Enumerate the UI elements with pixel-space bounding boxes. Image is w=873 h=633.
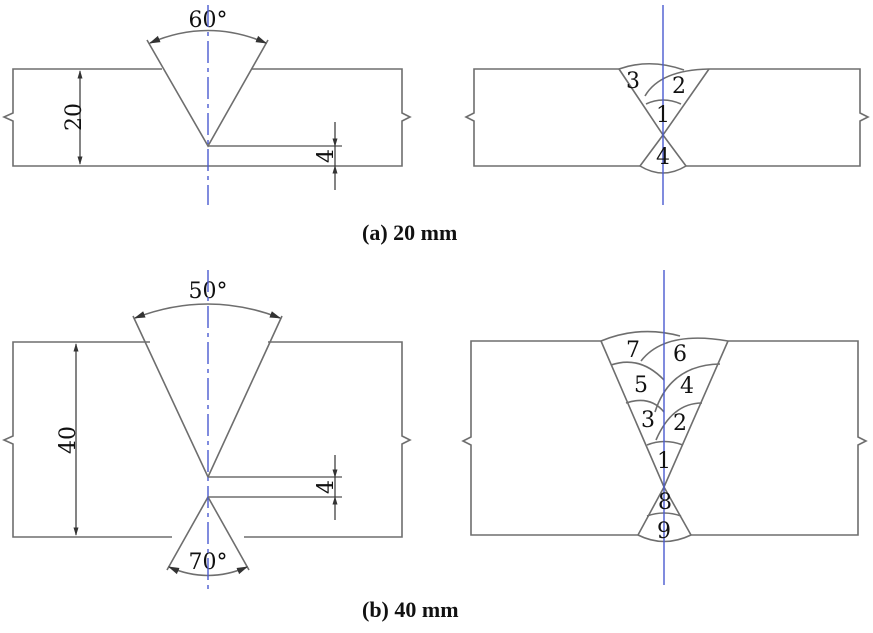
pass-label: 9 <box>657 519 671 544</box>
pass-2-arc <box>655 402 703 441</box>
angle-arc <box>133 303 282 319</box>
pass-label: 6 <box>673 342 687 367</box>
panel-a-pass-sequence: 3 2 1 4 <box>464 5 870 205</box>
pass-2-arc <box>644 68 710 97</box>
pass-label: 1 <box>657 449 671 474</box>
root-label: 4 <box>314 480 339 494</box>
panel-b-groove-geometry: 50° 70° 40 4 <box>2 270 412 590</box>
pass-5-arc <box>610 361 665 381</box>
panel-b-pass-sequence: 7 6 5 4 3 2 1 8 9 <box>461 270 868 585</box>
pass-label: 2 <box>672 74 686 99</box>
angle-arc <box>148 29 268 44</box>
pass-3-arc <box>625 399 665 413</box>
pass-label: 3 <box>641 408 655 433</box>
pass-4-arc <box>654 363 721 413</box>
caption-b: (b) 40 mm <box>362 597 459 622</box>
plate-outline <box>2 341 412 538</box>
caption-a: (a) 20 mm <box>362 220 457 245</box>
pass-label: 5 <box>634 373 648 398</box>
pass-label: 8 <box>658 490 672 515</box>
thickness-label: 40 <box>56 426 81 454</box>
panel-a-groove-geometry: 60° 20 4 <box>2 5 412 205</box>
pass-7-arc <box>600 330 681 342</box>
pass-label: 1 <box>656 103 670 128</box>
plate-outline <box>464 68 870 167</box>
pass-label: 4 <box>680 374 694 399</box>
pass-label: 4 <box>656 145 670 170</box>
plate-outline <box>461 340 868 536</box>
pass-label: 7 <box>626 338 640 363</box>
pass-label: 3 <box>626 69 640 94</box>
pass-1-arc <box>646 440 684 446</box>
pass-6-arc <box>640 337 729 362</box>
pass-label: 2 <box>673 411 687 436</box>
root-label: 4 <box>314 149 339 163</box>
pass-3-arc <box>618 62 685 71</box>
thickness-label: 20 <box>62 103 87 131</box>
